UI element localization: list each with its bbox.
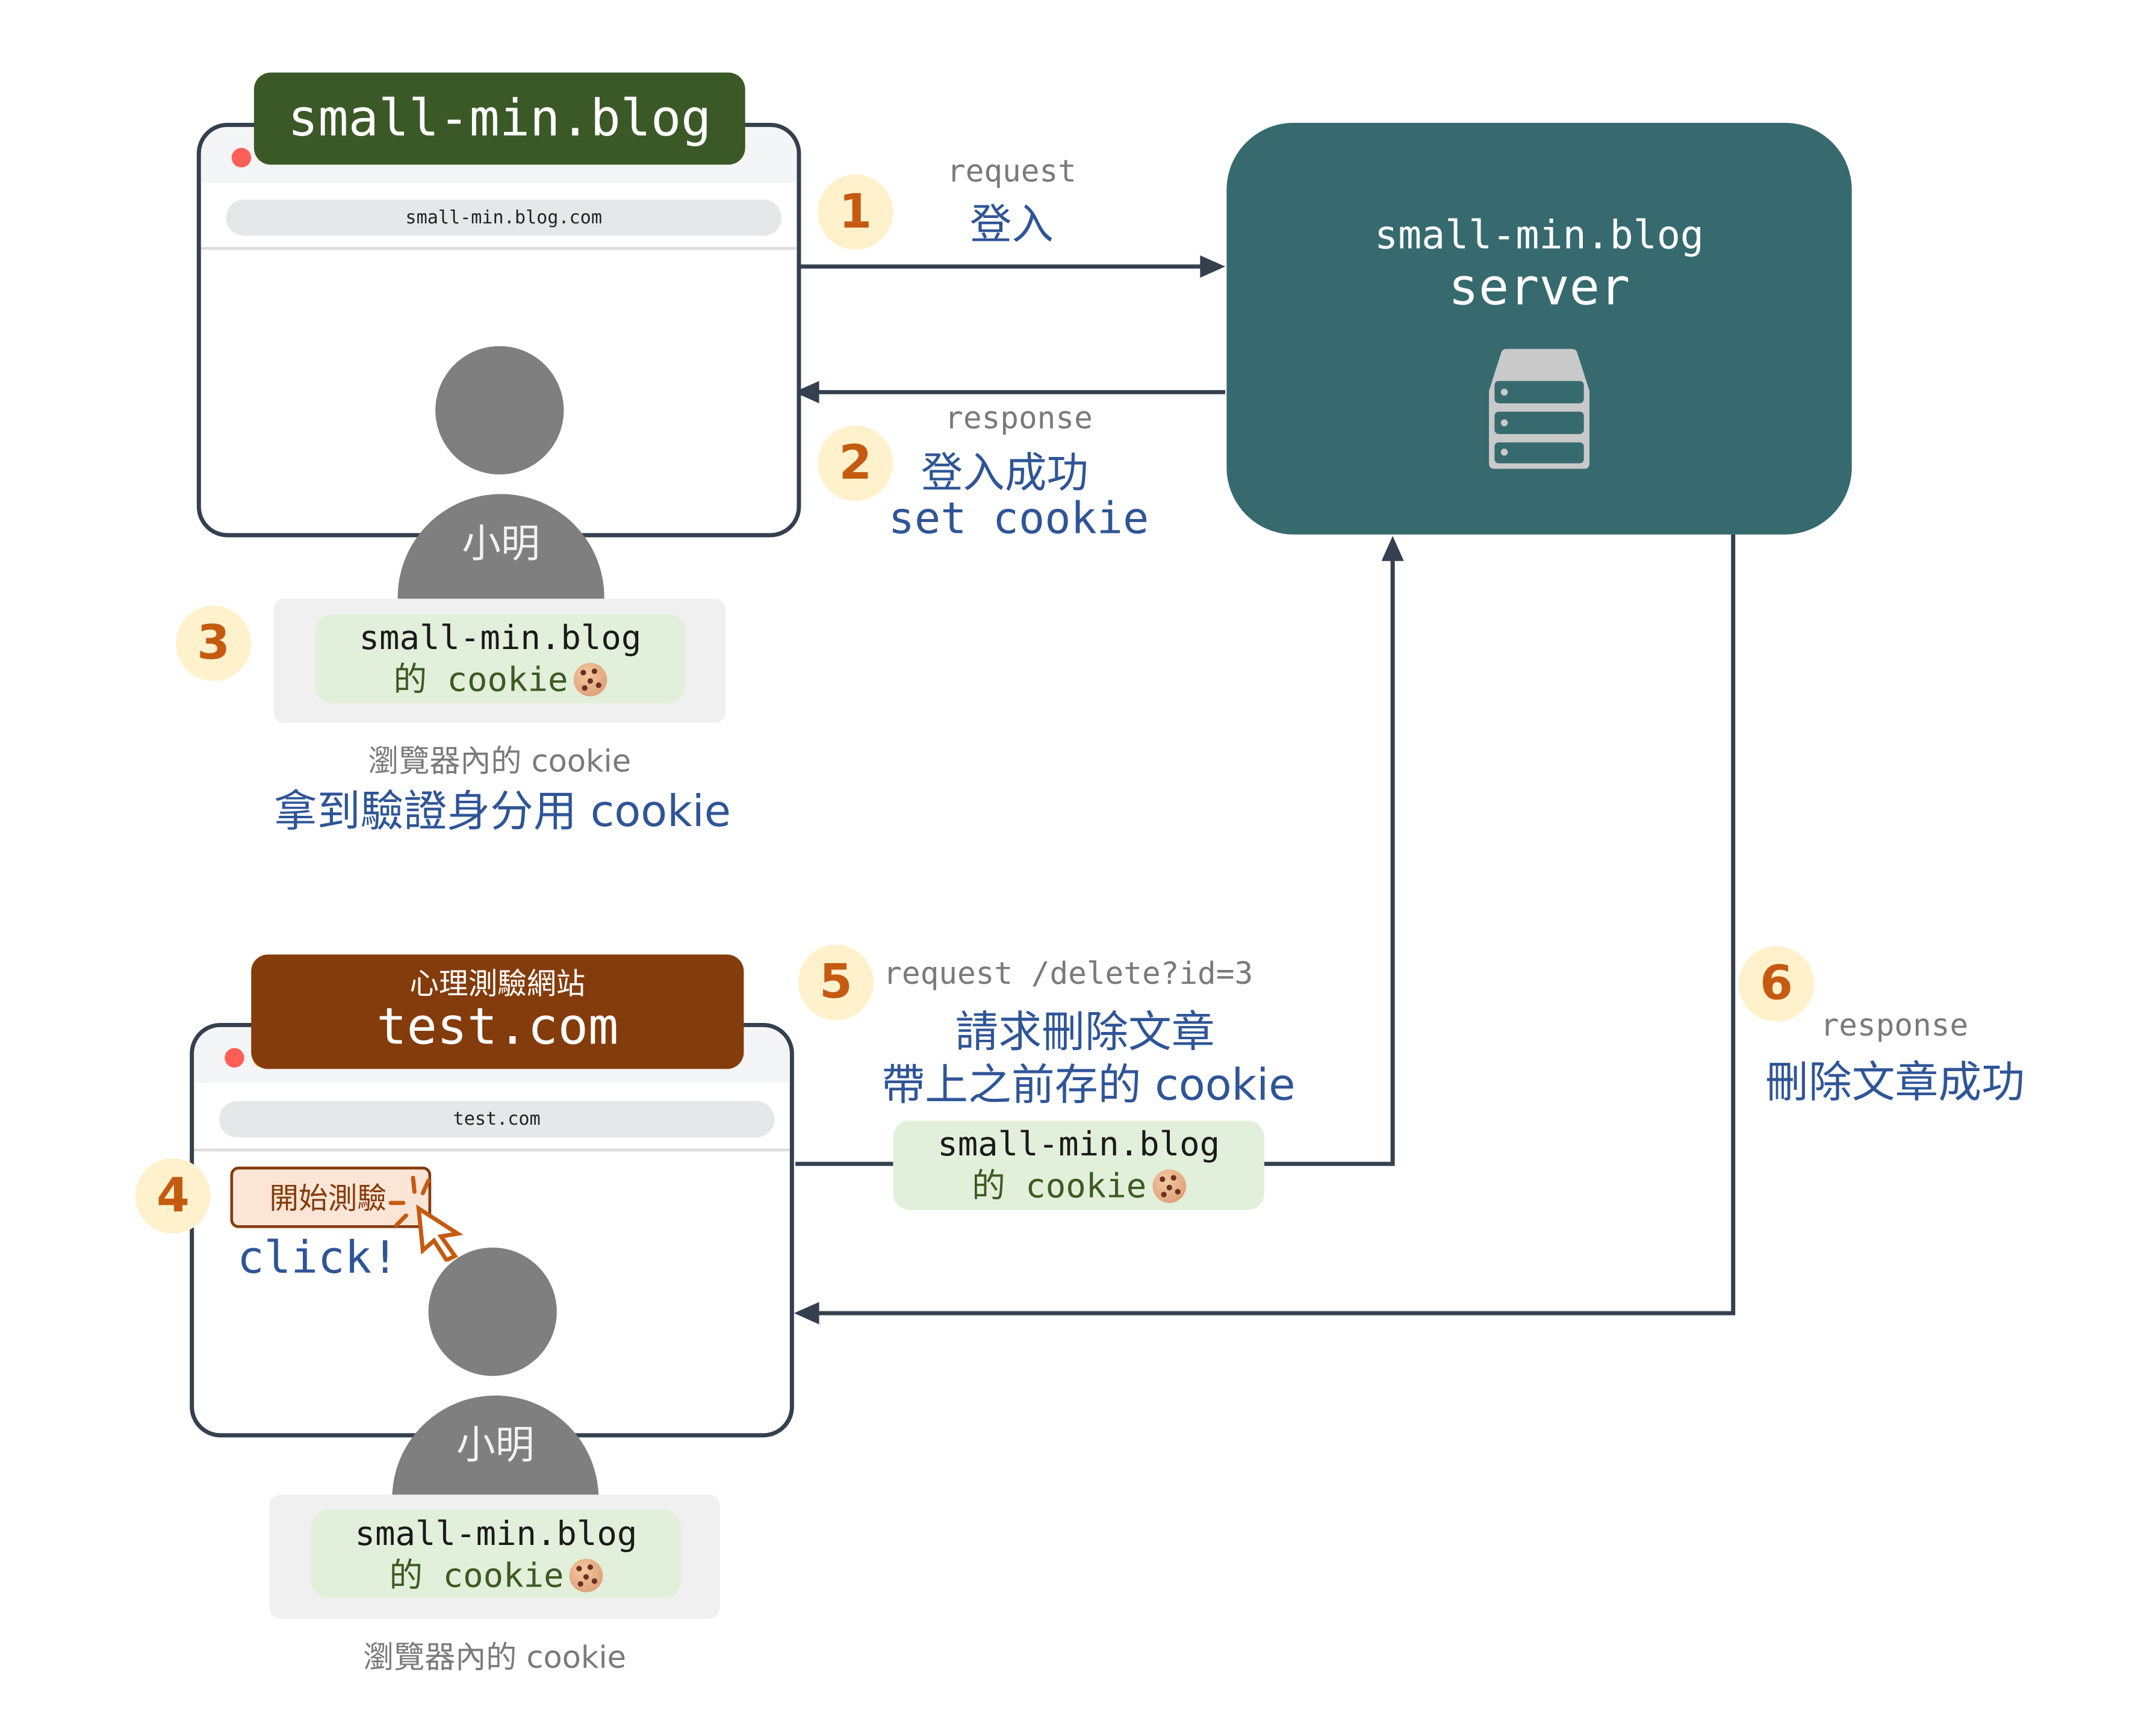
cursor-click-icon: [388, 1175, 464, 1262]
cookie-card: small-min.blog 的 cookie: [311, 1509, 682, 1598]
step-badge-1: 1: [818, 174, 893, 250]
user-avatar-head: [428, 1248, 557, 1376]
server-subtitle: server: [1448, 259, 1630, 317]
cookie-icon: [569, 1558, 603, 1592]
cookie-icon: [1152, 1169, 1186, 1203]
site-tag-title: test.com: [376, 998, 619, 1056]
step2-label: 登入成功: [921, 449, 1089, 499]
cookie-domain: small-min.blog: [359, 618, 642, 657]
close-dot-icon[interactable]: [225, 1048, 244, 1068]
server-stack-icon: [1489, 349, 1589, 469]
start-quiz-button[interactable]: 開始測驗: [230, 1166, 432, 1228]
cookie-domain: small-min.blog: [937, 1125, 1220, 1164]
step3-note: 拿到驗證身分用 cookie: [273, 787, 731, 838]
site-tag-subtitle: 心理測驗網站: [409, 966, 586, 1001]
divider: [200, 247, 797, 250]
step5-extra: 帶上之前存的 cookie: [881, 1060, 1296, 1111]
site-tag-test: 心理測驗網站 test.com: [251, 954, 744, 1069]
step5-label: 請求刪除文章: [955, 1007, 1215, 1058]
cookie-card: small-min.blog 的 cookie: [315, 614, 686, 704]
site-tag-blog: small-min.blog: [253, 72, 745, 165]
step-badge-5: 5: [798, 945, 874, 1021]
sent-cookie-card: small-min.blog 的 cookie: [893, 1120, 1264, 1210]
step2-kind: response: [945, 402, 1093, 437]
click-label: click!: [237, 1231, 399, 1284]
step-badge-4: 4: [135, 1158, 211, 1234]
user-avatar-head: [435, 346, 564, 475]
close-dot-icon[interactable]: [231, 148, 252, 168]
step-badge-3: 3: [176, 605, 252, 682]
step5-kind: request /delete?id=3: [883, 957, 1254, 992]
divider: [194, 1148, 790, 1152]
user-name: 小明: [456, 1422, 535, 1468]
step-badge-6: 6: [1738, 946, 1815, 1022]
cookie-icon: [573, 662, 607, 697]
step2-extra: set cookie: [888, 494, 1149, 544]
step-badge-2: 2: [818, 425, 893, 502]
address-bar[interactable]: small-min.blog.com: [226, 199, 781, 236]
arrow-response-delete: [816, 534, 1736, 1316]
cookie-label: 的 cookie: [389, 1555, 564, 1595]
jar-caption: 瀏覽器內的 cookie: [363, 1641, 627, 1676]
jar-caption: 瀏覽器內的 cookie: [368, 745, 632, 780]
cookie-domain: small-min.blog: [355, 1513, 638, 1553]
cookie-label: 的 cookie: [972, 1166, 1147, 1206]
step1-kind: request: [946, 155, 1076, 190]
server-box: small-min.blog server: [1226, 122, 1852, 535]
user-name: 小明: [462, 520, 540, 567]
site-tag-title: small-min.blog: [288, 90, 712, 148]
step6-kind: response: [1820, 1008, 1969, 1044]
cookie-label: 的 cookie: [393, 660, 568, 700]
step6-label: 刪除文章成功: [1765, 1057, 2025, 1108]
server-title: small-min.blog: [1374, 212, 1704, 258]
browser-window-blog: small-min.blog.com: [196, 122, 801, 538]
address-bar[interactable]: test.com: [219, 1101, 775, 1138]
step1-label: 登入: [969, 200, 1054, 250]
